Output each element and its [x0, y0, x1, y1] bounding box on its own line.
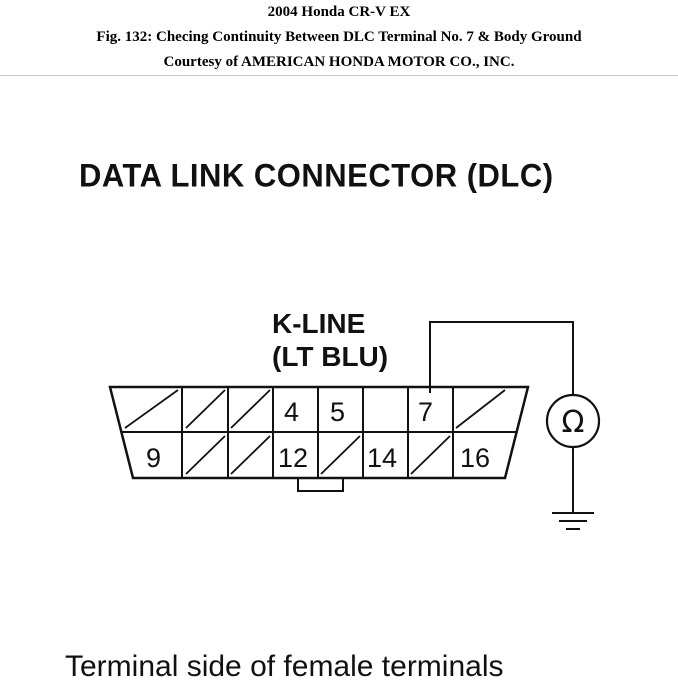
- connector-key-tab: [297, 478, 344, 492]
- unused-terminal-hatching-bottom: [185, 435, 451, 475]
- pin-label-7: 7: [418, 397, 433, 427]
- test-lead-wire: [429, 321, 574, 395]
- connector-outline: [108, 385, 530, 480]
- wire-label-kline: K-LINE: [272, 308, 366, 339]
- pin-label-5: 5: [330, 397, 345, 427]
- terminal-side-caption: Terminal side of female terminals: [65, 650, 504, 683]
- pin-label-12: 12: [278, 443, 308, 473]
- pin-label-16: 16: [460, 443, 490, 473]
- pin-label-9: 9: [146, 443, 161, 473]
- wire-label-color: (LT BLU): [272, 341, 389, 372]
- pin-label-4: 4: [284, 397, 299, 427]
- unused-terminal-hatching-top: [124, 389, 506, 429]
- bottom-row-cells: [181, 432, 454, 478]
- top-row-cells: [181, 387, 454, 432]
- ohm-symbol: Ω: [562, 405, 585, 440]
- pin-label-14: 14: [367, 443, 397, 473]
- document-title: 2004 Honda CR-V EX: [267, 4, 411, 20]
- diagram-title: DATA LINK CONNECTOR (DLC): [79, 157, 554, 194]
- figure-credit: Courtesy of AMERICAN HONDA MOTOR CO., IN…: [163, 54, 515, 70]
- header-divider: [0, 75, 678, 76]
- body-ground-icon: [552, 512, 594, 530]
- figure-caption: Fig. 132: Checing Continuity Between DLC…: [96, 29, 582, 45]
